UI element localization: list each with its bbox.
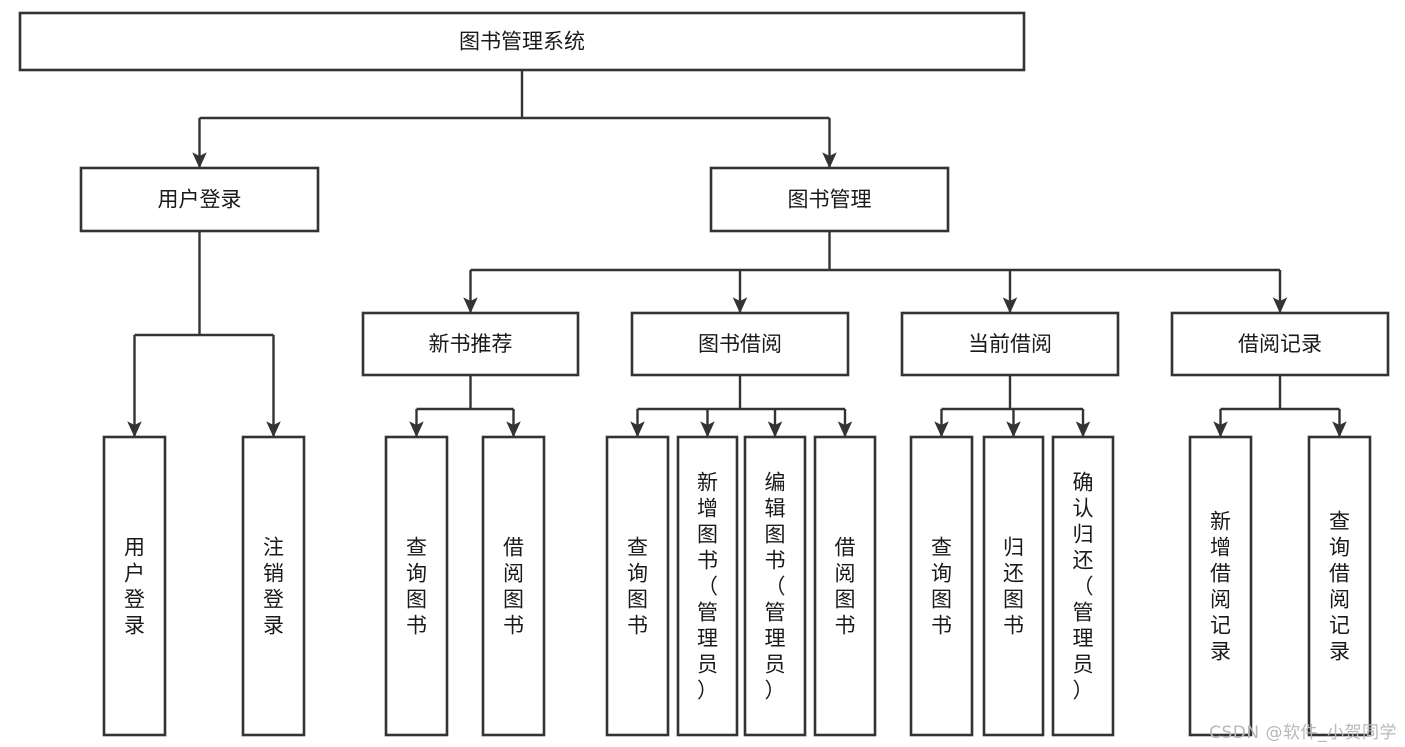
node-borrow-record[interactable]: 借阅记录 <box>1170 311 1390 377</box>
leaf-l-borrow-book-2[interactable]: 借阅图书 <box>813 435 877 737</box>
node-user-login[interactable]: 用户登录 <box>79 166 320 233</box>
node-label: 图书管理系统 <box>459 30 585 54</box>
node-label: 用户登录 <box>124 535 145 637</box>
leaf-l-add-record[interactable]: 新增借阅记录 <box>1188 435 1253 737</box>
edges-layer <box>127 70 1347 438</box>
node-label: 查询图书 <box>406 535 427 637</box>
leaf-leaf-user-login[interactable]: 用户登录 <box>102 435 167 737</box>
node-new-book-rec[interactable]: 新书推荐 <box>361 311 580 377</box>
leaf-l-confirm-return[interactable]: 确认归还（管理员） <box>1051 435 1115 737</box>
node-book-management[interactable]: 图书管理 <box>709 166 950 233</box>
node-label: 查询图书 <box>627 535 648 637</box>
node-label: 图书借阅 <box>698 332 782 356</box>
node-root-root[interactable]: 图书管理系统 <box>18 11 1026 72</box>
leaf-l-return-book[interactable]: 归还图书 <box>982 435 1045 737</box>
leaf-l-query-book-1[interactable]: 查询图书 <box>384 435 449 737</box>
node-label: 注销登录 <box>263 535 284 637</box>
node-label: 图书管理 <box>788 188 872 212</box>
node-label: 借阅图书 <box>835 535 856 637</box>
leaf-l-query-record[interactable]: 查询借阅记录 <box>1307 435 1372 737</box>
leaf-l-query-book-2[interactable]: 查询图书 <box>605 435 670 737</box>
leaf-l-add-book[interactable]: 新增图书（管理员） <box>676 435 739 737</box>
boxes-layer: 图书管理系统用户登录图书管理新书推荐图书借阅当前借阅借阅记录用户登录注销登录查询… <box>18 11 1390 737</box>
leaf-leaf-logout[interactable]: 注销登录 <box>241 435 306 737</box>
leaf-l-query-book-3[interactable]: 查询图书 <box>909 435 974 737</box>
node-label: 查询借阅记录 <box>1329 509 1350 663</box>
node-label: 用户登录 <box>158 188 242 212</box>
node-label: 借阅记录 <box>1238 332 1322 356</box>
node-label: 确认归还（管理员） <box>1073 470 1094 702</box>
node-label: 新增借阅记录 <box>1210 509 1231 663</box>
node-label: 当前借阅 <box>968 332 1052 356</box>
node-book-borrow[interactable]: 图书借阅 <box>630 311 850 377</box>
leaf-l-borrow-book-1[interactable]: 借阅图书 <box>481 435 546 737</box>
leaf-l-edit-book[interactable]: 编辑图书（管理员） <box>743 435 807 737</box>
node-label: 编辑图书（管理员） <box>765 470 786 702</box>
node-label: 新书推荐 <box>429 332 513 356</box>
node-current-borrow[interactable]: 当前借阅 <box>900 311 1120 377</box>
watermark-text: CSDN @软件_小贺同学 <box>1209 723 1397 743</box>
node-label: 借阅图书 <box>503 535 524 637</box>
node-label: 查询图书 <box>931 535 952 637</box>
node-label: 归还图书 <box>1003 535 1024 637</box>
node-label: 新增图书（管理员） <box>697 470 718 702</box>
